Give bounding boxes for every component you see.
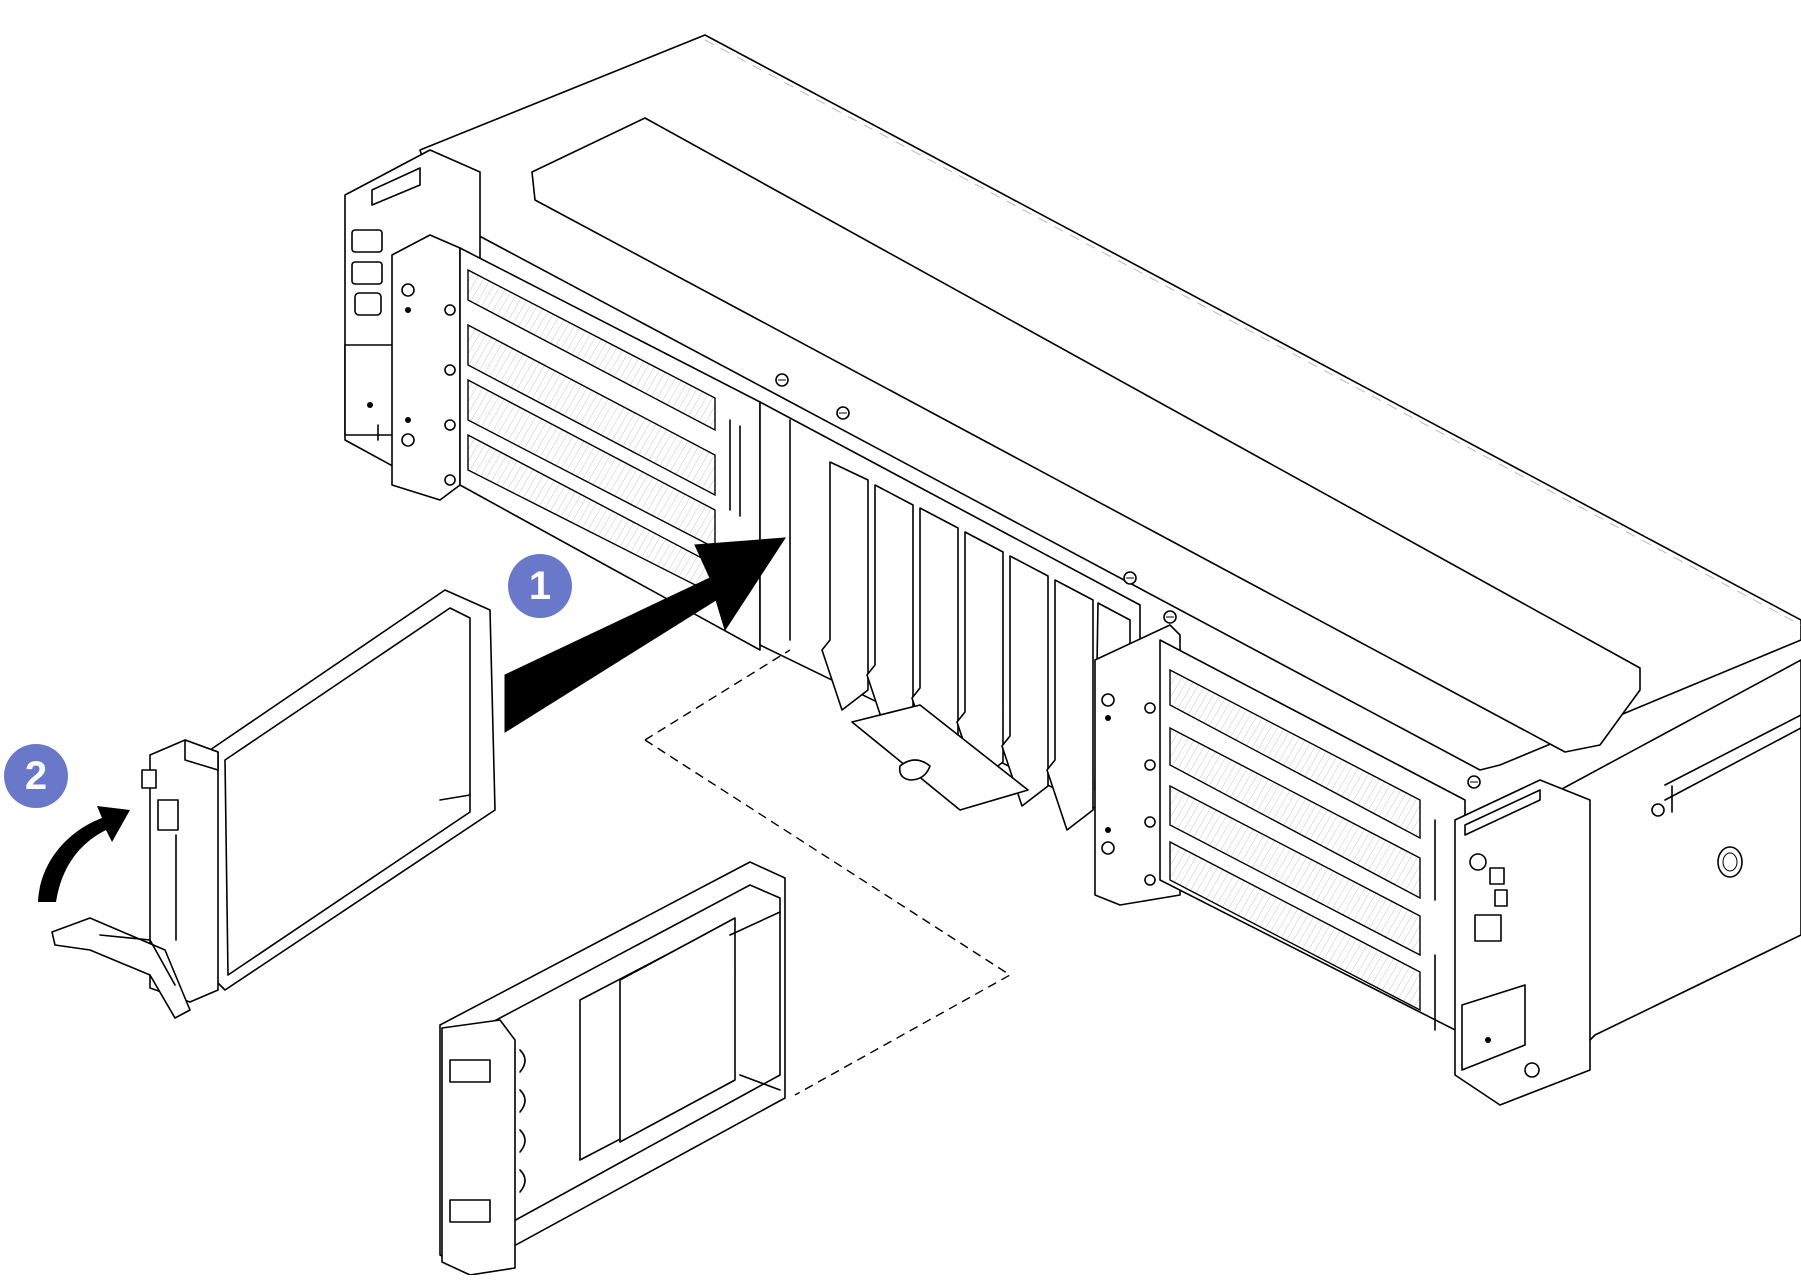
insert-arrow-icon bbox=[504, 537, 786, 733]
network-port-icon bbox=[1474, 914, 1502, 942]
right-pcie-slots bbox=[1094, 624, 1466, 1036]
chassis-top bbox=[419, 34, 1801, 789]
drive-assembly bbox=[51, 589, 496, 1019]
callout-step-1: 1 bbox=[508, 554, 572, 618]
usb-port-icon bbox=[351, 229, 383, 253]
rotate-arrow-icon bbox=[38, 806, 130, 902]
left-rack-ear bbox=[344, 149, 481, 501]
right-rack-ear bbox=[1454, 779, 1591, 1106]
vga-port-icon bbox=[354, 292, 382, 316]
power-button-icon bbox=[1469, 853, 1487, 871]
usb-port-icon bbox=[351, 261, 383, 285]
drive-filler bbox=[439, 861, 786, 1276]
dashed-guide-lines bbox=[644, 649, 1012, 1096]
callout-step-2: 2 bbox=[4, 744, 68, 808]
left-pcie-slots bbox=[459, 247, 761, 651]
